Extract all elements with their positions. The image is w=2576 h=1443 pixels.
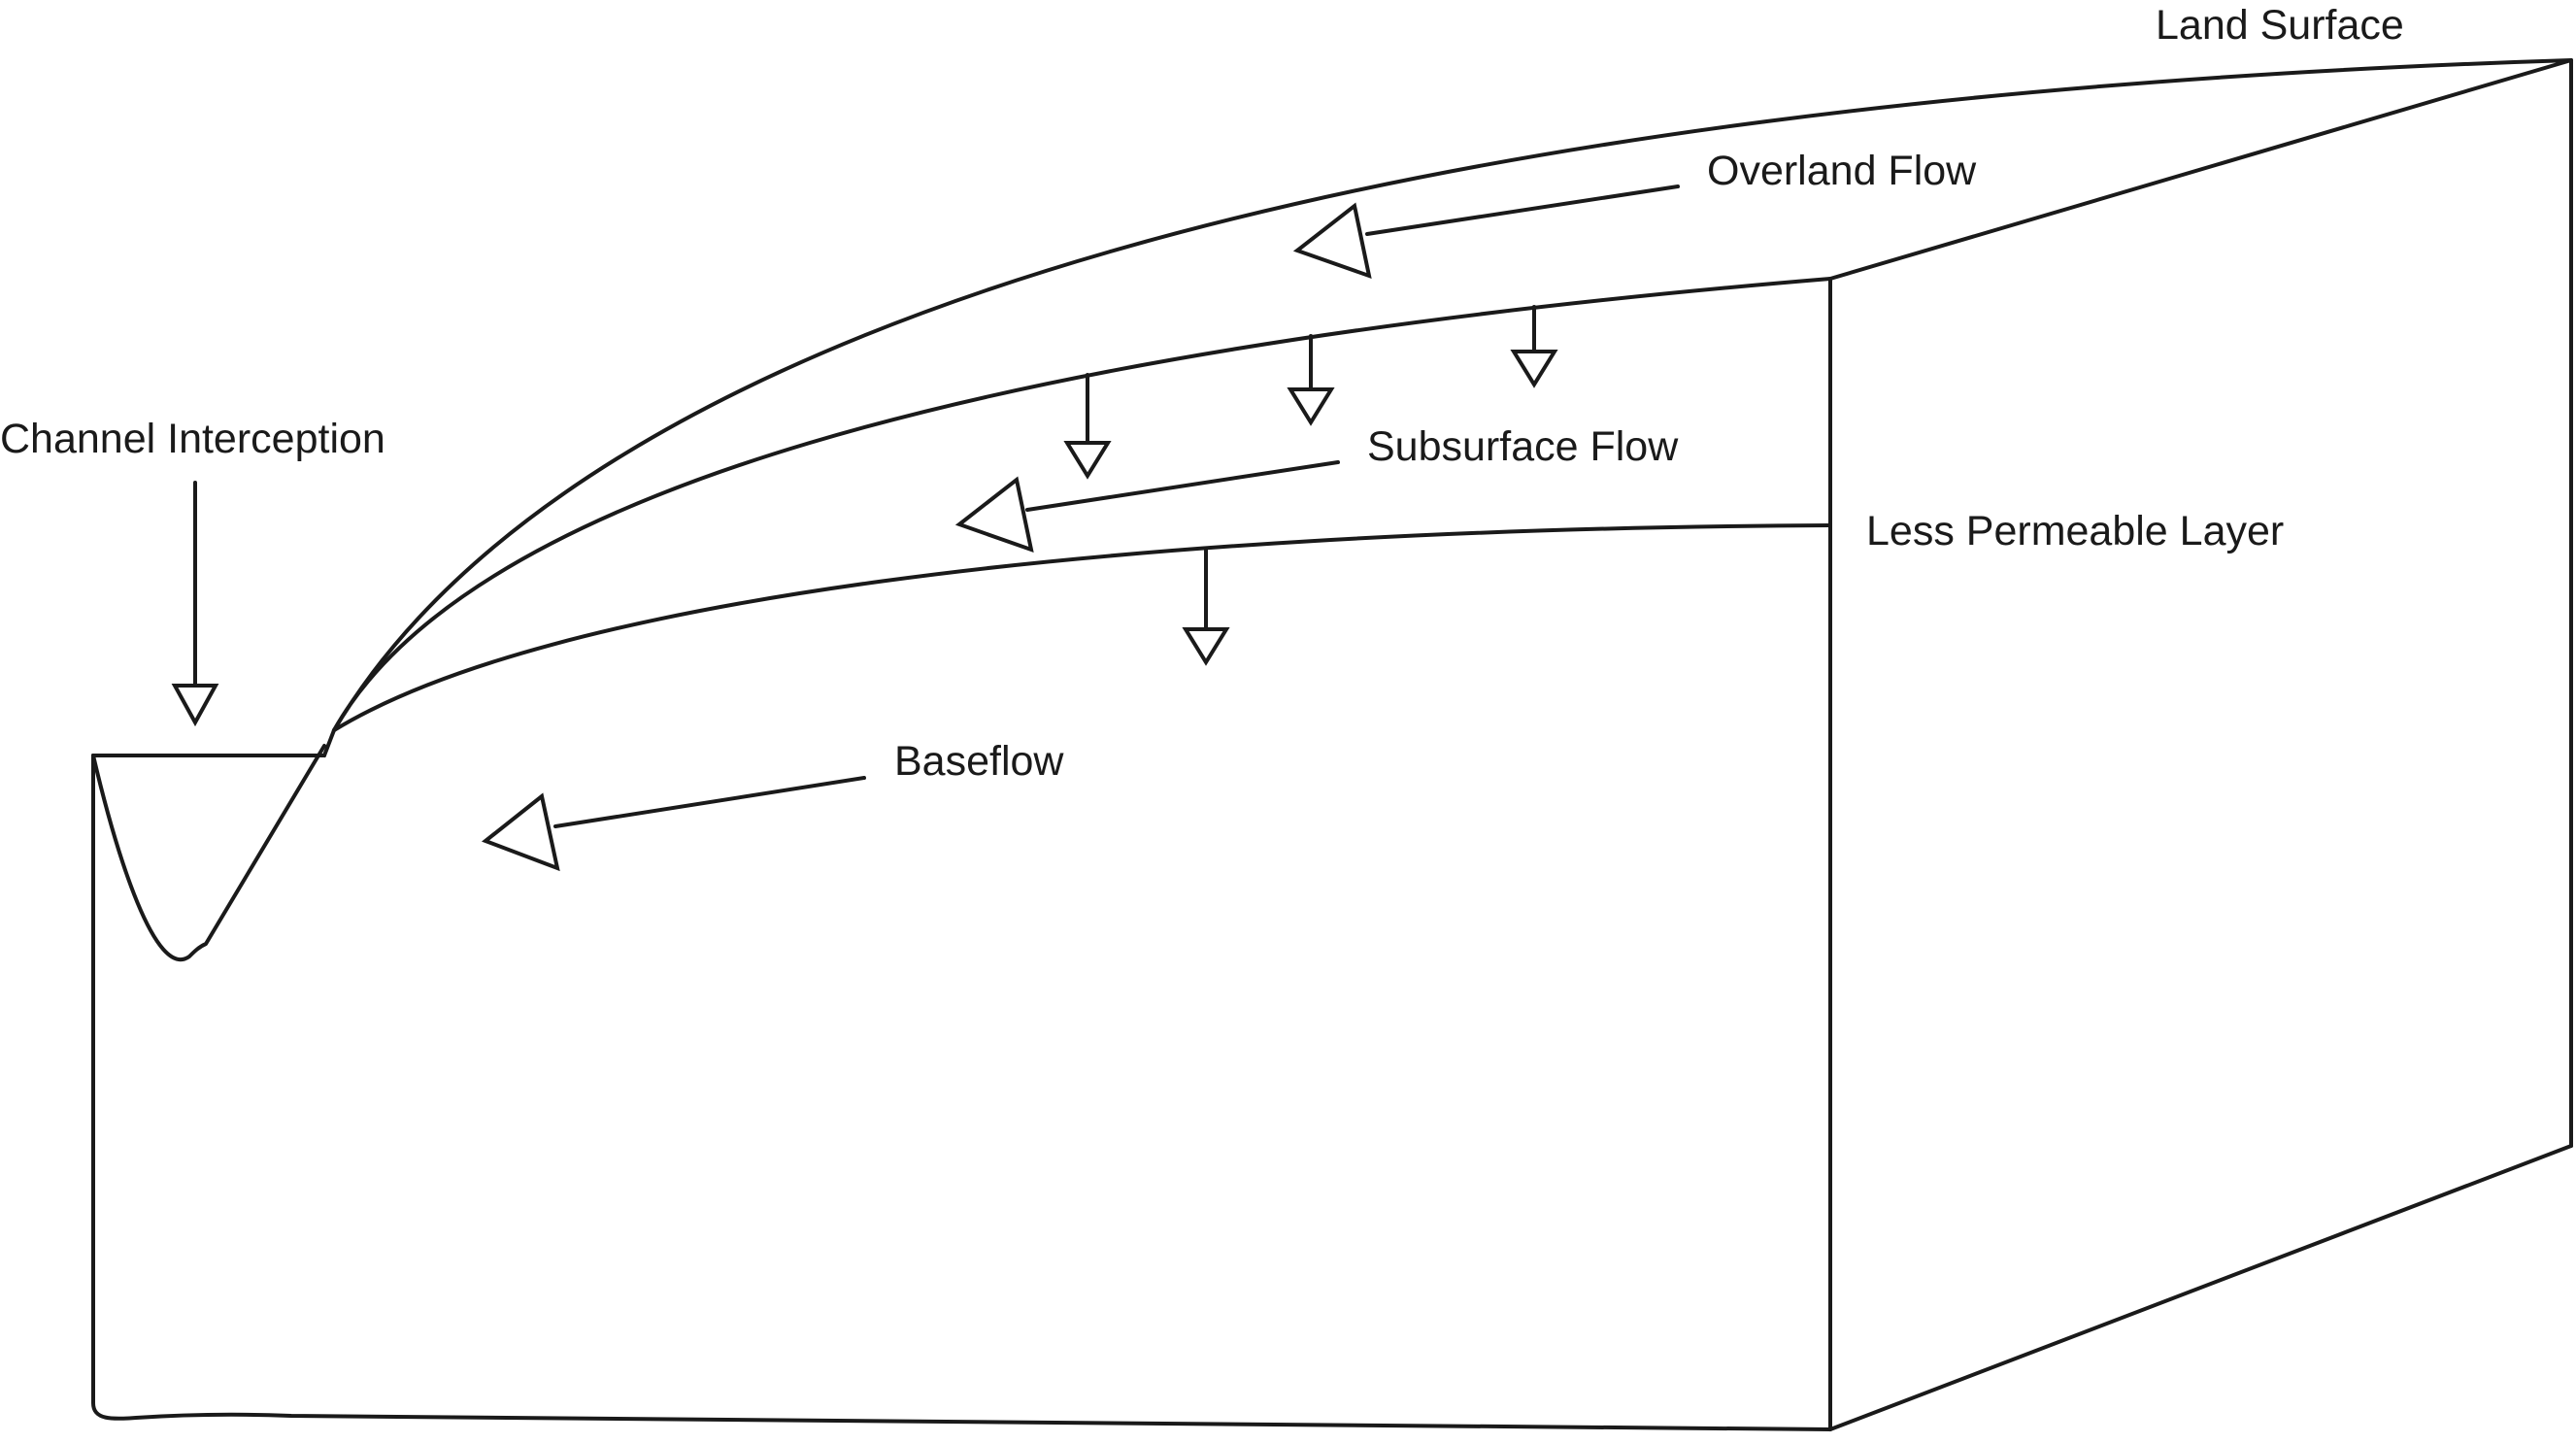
label-land-surface: Land Surface bbox=[2156, 2, 2404, 49]
overland-flow-arrowhead bbox=[1292, 202, 1372, 280]
block-right-face bbox=[1828, 58, 2573, 1431]
less-permeable-layer-line bbox=[332, 523, 1832, 732]
top-back-edge bbox=[1828, 58, 2573, 281]
label-subsurface-flow: Subsurface Flow bbox=[1367, 423, 1679, 470]
soil-top-line bbox=[332, 277, 1832, 732]
percolation-arrowhead-3 bbox=[1510, 350, 1558, 388]
channel-interception-arrow bbox=[171, 481, 219, 727]
subsurface-flow-arrow bbox=[954, 460, 1340, 554]
baseflow-arrowhead bbox=[481, 792, 560, 872]
deep-percolation-arrow bbox=[1182, 548, 1230, 666]
channel-interception-arrowhead bbox=[171, 684, 219, 727]
subsurface-flow-arrowhead bbox=[954, 476, 1034, 554]
channel bbox=[91, 728, 336, 961]
percolation-arrowhead-1 bbox=[1063, 441, 1112, 480]
label-baseflow: Baseflow bbox=[894, 738, 1064, 785]
baseflow-arrow bbox=[481, 776, 866, 872]
overland-flow-arrow bbox=[1292, 185, 1680, 280]
label-overland-flow: Overland Flow bbox=[1707, 148, 1977, 194]
percolation-arrow-2 bbox=[1287, 334, 1335, 426]
label-channel-interception: Channel Interception bbox=[0, 416, 385, 462]
channel-bed bbox=[91, 744, 326, 961]
percolation-arrow-1 bbox=[1063, 373, 1112, 480]
percolation-arrow-3 bbox=[1510, 305, 1558, 388]
deep-percolation-arrowhead bbox=[1182, 627, 1230, 666]
channel-bank-right bbox=[322, 728, 336, 757]
percolation-arrowhead-2 bbox=[1287, 387, 1335, 426]
front-left-edge bbox=[91, 754, 1832, 1431]
land-surface-line bbox=[332, 58, 2573, 732]
label-less-permeable-layer: Less Permeable Layer bbox=[1866, 508, 2284, 554]
bottom-back-edge bbox=[1828, 1144, 2573, 1431]
